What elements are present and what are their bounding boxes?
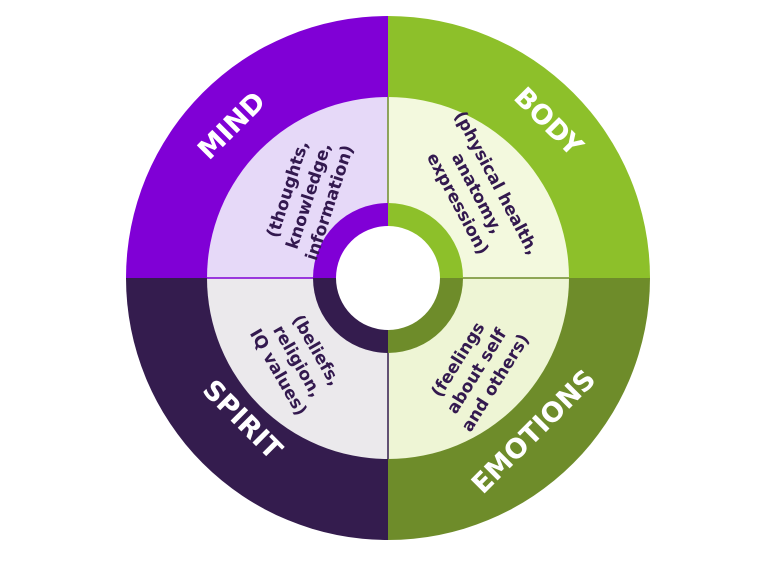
center-hole <box>336 226 440 330</box>
